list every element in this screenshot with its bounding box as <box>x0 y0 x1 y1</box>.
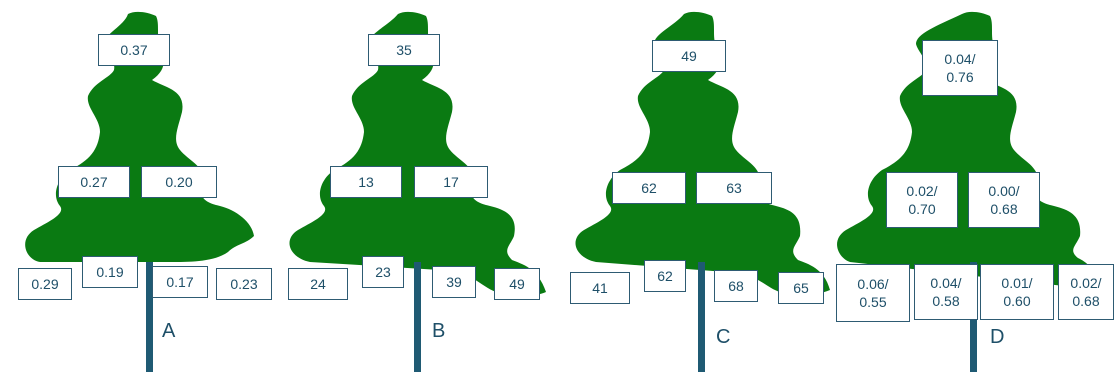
panel-a-bottom-2-value: 0.19 <box>82 256 138 288</box>
tree-b-trunk <box>414 262 421 372</box>
panel-a-top-value: 0.37 <box>98 34 170 66</box>
panel-a-middle-right-value: 0.20 <box>141 166 217 198</box>
panel-a-bottom-4-value: 0.23 <box>216 268 272 300</box>
panel-c-top-value: 49 <box>652 40 726 72</box>
panel-d-bottom-1-value: 0.06/ 0.55 <box>836 264 910 322</box>
panel-d-bottom-2-value: 0.04/ 0.58 <box>914 264 978 320</box>
panel-c-middle-right-value: 63 <box>696 172 772 204</box>
panel-b-middle-left-value: 13 <box>330 166 402 198</box>
panel-c-letter: C <box>716 326 730 349</box>
panel-c-bottom-4-value: 65 <box>778 272 824 304</box>
panel-c-bottom-1-value: 41 <box>570 272 630 304</box>
panel-c-bottom-3-value: 68 <box>714 270 758 302</box>
panel-b-bottom-2-value: 23 <box>362 256 404 288</box>
panel-b-letter: B <box>432 320 445 343</box>
panel-d-bottom-4-value: 0.02/ 0.68 <box>1058 264 1114 320</box>
panel-b-bottom-4-value: 49 <box>494 268 540 300</box>
panel-b-top-value: 35 <box>368 34 440 66</box>
panel-a-bottom-3-value: 0.17 <box>152 266 208 298</box>
panel-a-bottom-1-value: 0.29 <box>18 268 72 300</box>
panel-b-bottom-3-value: 39 <box>432 266 476 298</box>
panel-b-middle-right-value: 17 <box>414 166 488 198</box>
panel-a-middle-left-value: 0.27 <box>58 166 130 198</box>
panel-d-bottom-3-value: 0.01/ 0.60 <box>980 264 1054 320</box>
panel-c-middle-left-value: 62 <box>612 172 686 204</box>
tree-c-trunk <box>698 262 705 372</box>
panel-d-top-value: 0.04/ 0.76 <box>922 40 998 96</box>
panel-c-bottom-2-value: 62 <box>644 260 686 292</box>
panel-d-middle-left-value: 0.02/ 0.70 <box>886 172 958 228</box>
panel-b-bottom-1-value: 24 <box>288 268 348 300</box>
panel-d-letter: D <box>990 326 1004 349</box>
panel-a-letter: A <box>162 320 175 343</box>
panel-d-middle-right-value: 0.00/ 0.68 <box>968 172 1040 228</box>
